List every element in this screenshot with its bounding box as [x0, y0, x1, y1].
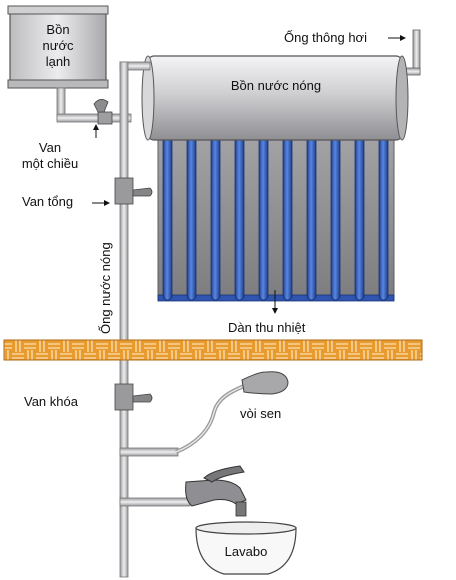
vent-pipe-label: Ống thông hơi [284, 30, 367, 45]
vacuum-tube [330, 119, 341, 301]
collector-label: Dàn thu nhiệt [228, 320, 306, 335]
shower-hose-highlight [175, 385, 245, 453]
hot-tank-label: Bồn nước nóng [231, 78, 321, 93]
collector-arrow [272, 290, 278, 314]
hot-pipe-label: Ống nước nóng [98, 242, 113, 334]
check-valve-label-line1: Van [39, 140, 61, 155]
cold-tank-label-line3: lạnh [46, 54, 71, 69]
vacuum-tube [354, 119, 365, 301]
hot-water-tank [141, 55, 409, 141]
shower [119, 371, 289, 457]
main-valve-label: Van tổng [22, 194, 73, 209]
brick-wall [3, 339, 423, 361]
cold-tank-label-line1: Bồn [46, 22, 69, 37]
basin-label: Lavabo [225, 544, 268, 559]
check-valve-arrow [93, 124, 99, 138]
cold-water-tank [7, 5, 109, 89]
faucet-icon [185, 465, 247, 517]
cold-tank-label-line2: nước [43, 38, 74, 53]
vacuum-tube [282, 119, 293, 301]
basin [195, 521, 297, 575]
shower-hose [175, 384, 245, 454]
shower-head-icon [241, 371, 289, 395]
shutoff-valve-label: Van khóa [24, 394, 79, 409]
vacuum-tube [378, 119, 389, 301]
shutoff-valve [114, 383, 153, 411]
check-valve [93, 99, 113, 125]
main-valve [114, 177, 153, 205]
vacuum-tube [258, 119, 269, 301]
shower-label: vòi sen [240, 406, 281, 421]
check-valve-label-line2: một chiều [22, 156, 78, 171]
vacuum-tube [210, 119, 221, 301]
vacuum-tubes [162, 119, 389, 301]
faucet-pipe [119, 497, 191, 507]
vacuum-tube [306, 119, 317, 301]
vent-arrow [388, 35, 406, 41]
main-valve-arrow [92, 200, 110, 206]
hot-water-riser [119, 61, 129, 578]
vacuum-tube [162, 119, 173, 301]
vacuum-tube [234, 119, 245, 301]
vacuum-tube [186, 119, 197, 301]
cold-feed-pipe [56, 87, 132, 123]
